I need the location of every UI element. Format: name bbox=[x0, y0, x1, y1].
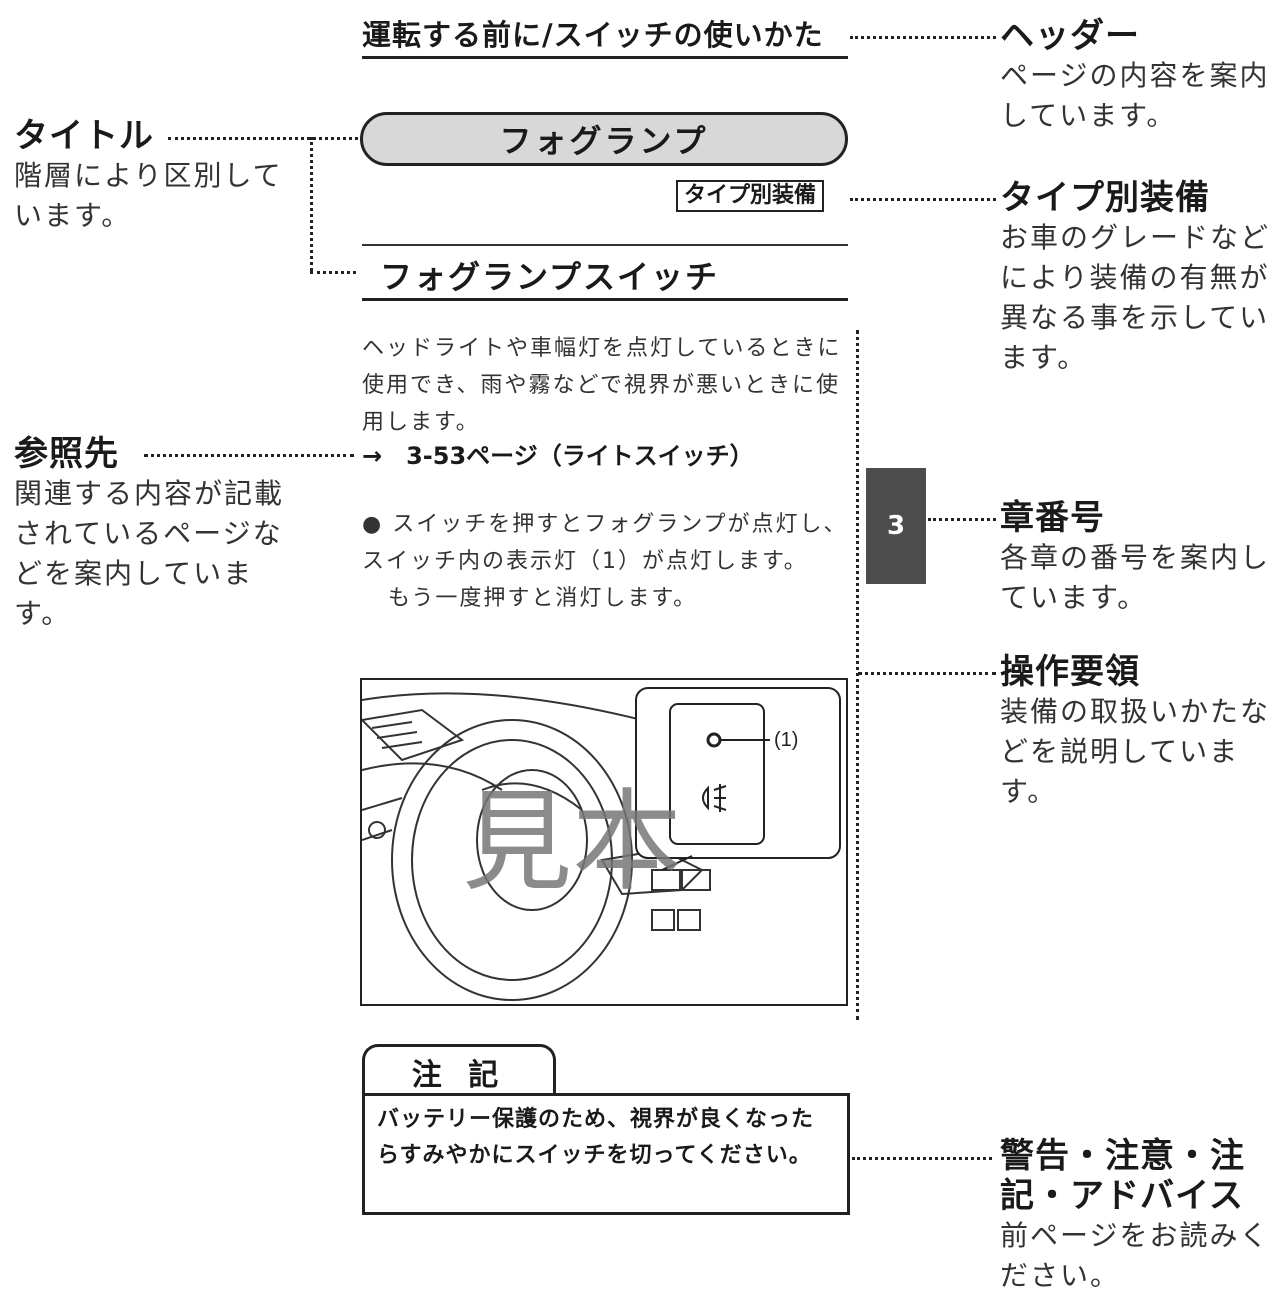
annotation-header-label: ヘッダー bbox=[1000, 16, 1140, 56]
annotation-type-label: タイプ別装備 bbox=[1000, 178, 1210, 218]
leader-header bbox=[850, 36, 996, 39]
leader-operation-bracket bbox=[856, 330, 859, 1020]
leader-operation bbox=[858, 672, 996, 675]
annotation-chapter-label: 章番号 bbox=[1000, 498, 1105, 538]
annotation-title: タイトル 階層により区別しています。 bbox=[14, 116, 284, 236]
annotation-reference-desc: 関連する内容が記載されているページなどを案内しています。 bbox=[14, 477, 285, 630]
note-tab: 注 記 bbox=[362, 1044, 556, 1096]
leader-warning bbox=[852, 1157, 992, 1160]
leader-title bbox=[168, 137, 358, 140]
type-badge: タイプ別装備 bbox=[676, 180, 825, 212]
body-text: ヘッドライトや車幅灯を点灯しているときに使用でき、雨や霧などで視界が悪いときに使… bbox=[362, 336, 842, 435]
bullet-text: ● スイッチを押すとフォグランプが点灯し、スイッチ内の表示灯（1）が点灯します。… bbox=[362, 506, 852, 617]
callout-label: (1) bbox=[774, 729, 798, 751]
annotation-title-label: タイトル bbox=[14, 116, 154, 156]
annotation-warning-label: 警告・注意・注記・アドバイス bbox=[1000, 1136, 1245, 1216]
header-rule bbox=[362, 56, 848, 59]
note-box: バッテリー保護のため、視界が良くなったらすみやかにスイッチを切ってください。 bbox=[362, 1093, 850, 1215]
annotation-operation: 操作要領 装備の取扱いかたなどを説明しています。 bbox=[1000, 652, 1272, 812]
annotation-header-desc: ページの内容を案内しています。 bbox=[1000, 59, 1270, 132]
annotation-chapter: 章番号 各章の番号を案内しています。 bbox=[1000, 498, 1272, 618]
leader-title-vertical bbox=[310, 137, 313, 271]
bullet-text-line2: もう一度押すと消灯します。 bbox=[388, 586, 698, 611]
annotation-operation-desc: 装備の取扱いかたなどを説明しています。 bbox=[1000, 695, 1271, 808]
annotation-header: ヘッダー ページの内容を案内しています。 bbox=[1000, 16, 1272, 136]
chapter-tab: 3 bbox=[866, 468, 926, 584]
annotation-reference: 参照先 関連する内容が記載されているページなどを案内しています。 bbox=[14, 434, 284, 634]
subsection-title: フォグランプスイッチ bbox=[380, 258, 720, 296]
subtitle-rule-top bbox=[362, 244, 848, 246]
reference-link: → 3-53ページ（ライトスイッチ） bbox=[362, 442, 754, 470]
bullet-text-line: ● スイッチを押すとフォグランプが点灯し、スイッチ内の表示灯（1）が点灯します。 bbox=[362, 512, 848, 574]
leader-chapter bbox=[928, 518, 996, 521]
fog-lamp-symbol-icon bbox=[702, 784, 727, 812]
annotation-type: タイプ別装備 お車のグレードなどにより装備の有無が異なる事を示しています。 bbox=[1000, 178, 1272, 378]
annotation-title-desc: 階層により区別しています。 bbox=[14, 159, 283, 232]
subtitle-rule-bottom bbox=[362, 298, 848, 301]
annotation-reference-label: 参照先 bbox=[14, 434, 119, 474]
annotation-operation-label: 操作要領 bbox=[1000, 652, 1140, 692]
annotation-warning: 警告・注意・注記・アドバイス 前ページをお読みください。 bbox=[1000, 1136, 1272, 1296]
fog-switch bbox=[669, 703, 765, 845]
dashboard-illustration: (1) 見本 bbox=[362, 687, 841, 1001]
page-header: 運転する前に/スイッチの使いかた bbox=[362, 18, 824, 52]
leader-reference bbox=[144, 454, 354, 457]
annotation-chapter-desc: 各章の番号を案内しています。 bbox=[1000, 541, 1271, 614]
sample-watermark: 見本 bbox=[462, 778, 682, 906]
section-title: フォグランプ bbox=[360, 112, 848, 166]
leader-type bbox=[850, 198, 996, 201]
annotation-type-desc: お車のグレードなどにより装備の有無が異なる事を示しています。 bbox=[1000, 221, 1271, 374]
annotation-warning-desc: 前ページをお読みください。 bbox=[1000, 1219, 1270, 1292]
leader-title-branch bbox=[310, 271, 356, 274]
dashboard-figure: (1) 見本 bbox=[360, 678, 848, 1006]
